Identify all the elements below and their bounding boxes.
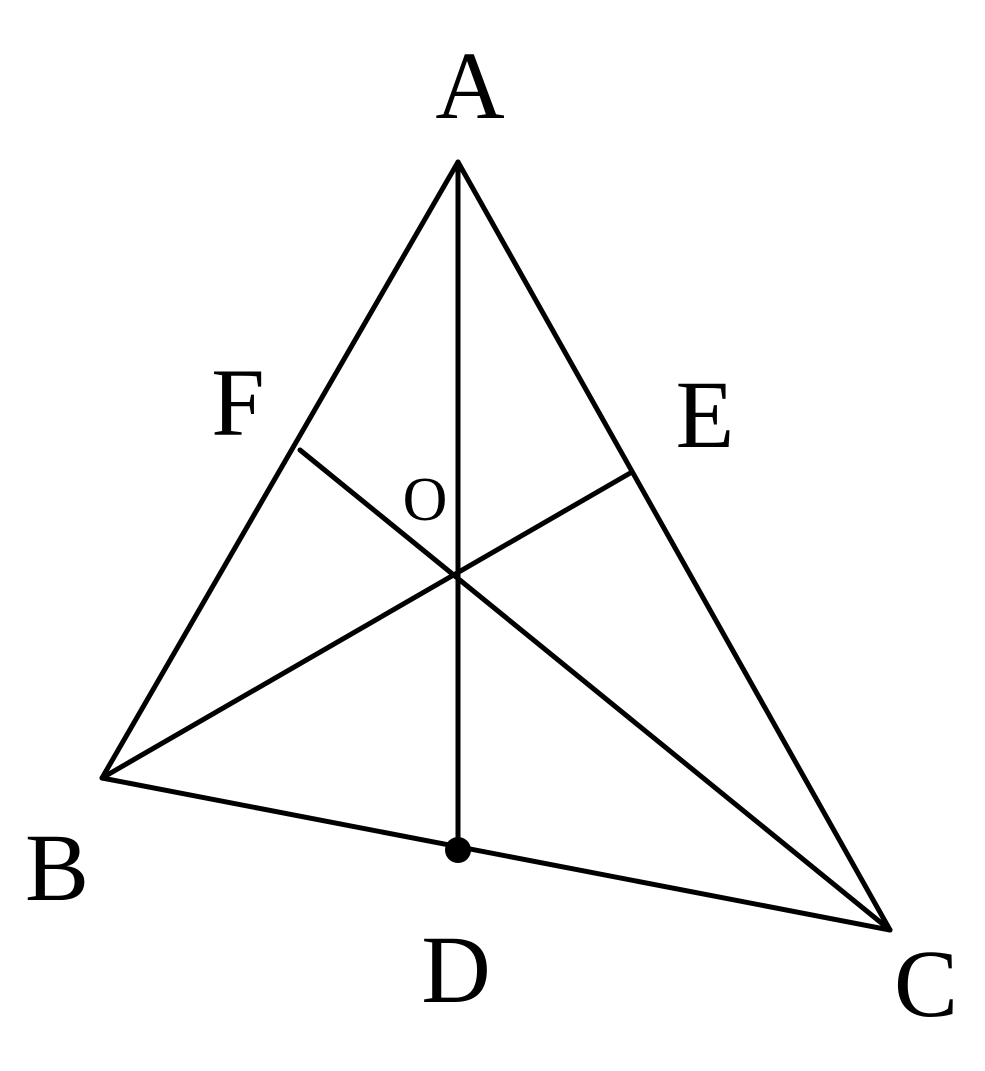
label-b: B (25, 814, 89, 921)
label-e: E (676, 361, 735, 468)
label-d: D (421, 916, 490, 1023)
segment-be (99, 469, 635, 781)
label-o: O (403, 466, 448, 534)
segment-cf (297, 447, 893, 933)
label-c: C (894, 930, 958, 1037)
triangle-abc (99, 159, 893, 933)
point-d-dot (445, 837, 471, 863)
label-f: F (211, 349, 264, 456)
label-a: A (435, 32, 504, 139)
